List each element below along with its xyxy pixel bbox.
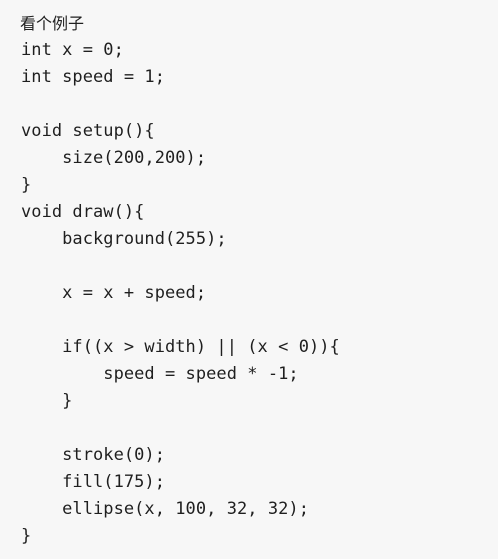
example-heading: 看个例子 bbox=[20, 14, 85, 33]
code-line bbox=[21, 91, 340, 118]
code-line: ellipse(x, 100, 32, 32); bbox=[21, 499, 309, 519]
code-line: speed = speed * -1; bbox=[21, 364, 299, 384]
code-line: if((x > width) || (x < 0)){ bbox=[21, 337, 340, 357]
code-line bbox=[21, 253, 340, 280]
code-line: } bbox=[21, 175, 32, 195]
code-line: stroke(0); bbox=[21, 445, 165, 465]
code-line bbox=[21, 307, 340, 334]
code-line: int speed = 1; bbox=[21, 67, 165, 87]
code-line: void draw(){ bbox=[21, 202, 145, 222]
code-line: void setup(){ bbox=[21, 121, 155, 141]
code-line: } bbox=[21, 526, 32, 546]
code-line: } bbox=[21, 391, 73, 411]
code-line: int x = 0; bbox=[21, 40, 124, 60]
code-line: x = x + speed; bbox=[21, 283, 207, 303]
code-line: size(200,200); bbox=[21, 148, 207, 168]
code-line bbox=[21, 415, 340, 442]
code-line: background(255); bbox=[21, 229, 227, 249]
code-block: int x = 0; int speed = 1; void setup(){ … bbox=[21, 37, 340, 550]
code-line: fill(175); bbox=[21, 472, 165, 492]
